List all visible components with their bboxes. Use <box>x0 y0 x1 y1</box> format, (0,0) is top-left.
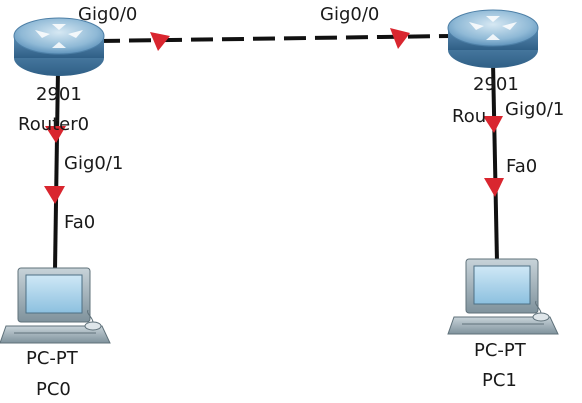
pc0-icon[interactable] <box>0 267 111 344</box>
router0-model-label: 2901 <box>36 84 82 105</box>
router1-gig01-label: Gig0/1 <box>505 99 565 120</box>
router1-model-label: 2901 <box>473 74 519 95</box>
router1-icon[interactable] <box>447 9 539 68</box>
port-status-r1-gig01 <box>483 116 503 133</box>
pc0-fa0-label: Fa0 <box>64 212 96 233</box>
link-router0-router1[interactable] <box>97 34 453 43</box>
pc1-fa0-label: Fa0 <box>506 156 538 177</box>
pc1-model-label: PC-PT <box>474 340 526 361</box>
router0-gig01-label: Gig0/1 <box>64 153 124 174</box>
link-router0-pc0[interactable] <box>53 69 60 271</box>
pc0-model-label: PC-PT <box>26 348 78 369</box>
pc1-name-label: PC1 <box>482 370 517 391</box>
router1-name-label: Rou <box>452 106 487 127</box>
pc0-name-label: PC0 <box>36 379 71 400</box>
router0-icon[interactable] <box>13 17 105 76</box>
router0-name-label: Router0 <box>18 114 90 135</box>
port-status-r0-gig01 <box>45 126 66 143</box>
router0-gig00-label: Gig0/0 <box>78 4 138 25</box>
port-status-pc0-fa0 <box>44 186 65 204</box>
port-status-r1-gig00 <box>390 28 410 49</box>
port-status-indicators <box>44 28 504 204</box>
pc1-icon[interactable] <box>447 258 559 335</box>
link-router1-pc1[interactable] <box>491 61 499 263</box>
router1-gig00-label: Gig0/0 <box>320 4 380 25</box>
port-status-r0-gig00 <box>150 32 170 51</box>
port-status-pc1-fa0 <box>484 178 504 197</box>
